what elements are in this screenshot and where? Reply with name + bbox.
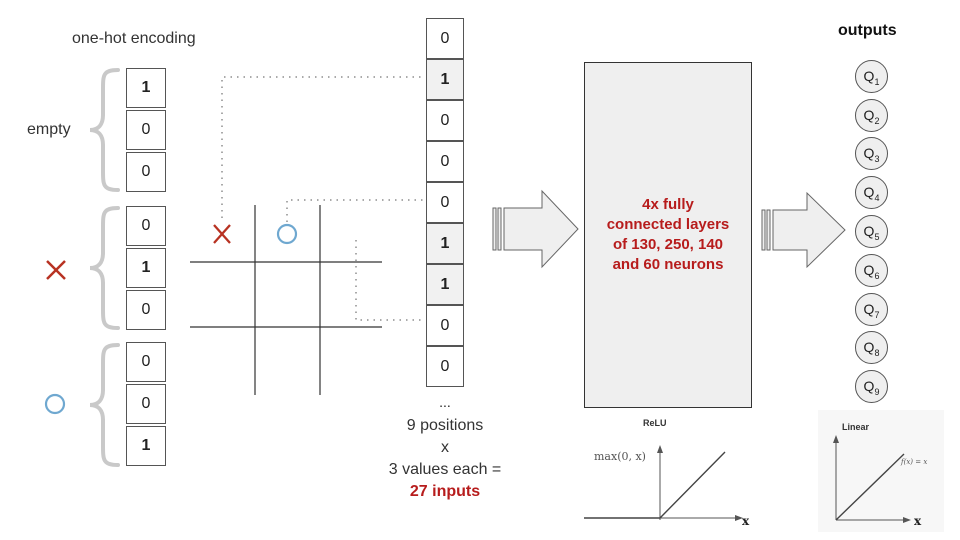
- q-node-4: Q4: [855, 176, 888, 209]
- brace-o: [89, 343, 120, 467]
- network-box: 4x fully connected layers of 130, 250, 1…: [584, 62, 752, 408]
- brace-x: [89, 206, 120, 330]
- input-vector-cell-5: 0: [426, 182, 464, 223]
- relu-graph: [584, 445, 743, 521]
- input-vector-cell-6: 1: [426, 223, 464, 264]
- board-o-mark: [276, 223, 298, 245]
- inputs-caption-line1: 9 positions: [406, 417, 484, 434]
- onehot-o-cell-2: 0: [126, 384, 166, 424]
- relu-plot: ReLU max(0, x) x: [580, 412, 760, 530]
- empty-label: empty: [27, 121, 71, 138]
- network-line1: 4x fully: [642, 196, 694, 213]
- brace-empty: [89, 68, 120, 192]
- onehot-x-cell-2: 1: [126, 248, 166, 288]
- inputs-caption-line4: 27 inputs: [409, 483, 481, 500]
- onehot-empty-cell-1: 1: [126, 68, 166, 108]
- onehot-empty-cell-2: 0: [126, 110, 166, 150]
- linear-plot: Linear f(x) = x x: [818, 410, 944, 532]
- q-node-2: Q2: [855, 99, 888, 132]
- inputs-caption-line2: x: [441, 439, 449, 456]
- input-vector-cell-8: 0: [426, 305, 464, 346]
- input-vector-cell-1: 0: [426, 18, 464, 59]
- q-node-6: Q6: [855, 254, 888, 287]
- outputs-title: outputs: [838, 22, 897, 39]
- linear-graph: [833, 435, 911, 523]
- q-node-9: Q9: [855, 370, 888, 403]
- arrow-to-network-icon: [492, 189, 579, 269]
- relu-title: ReLU: [643, 418, 667, 428]
- linear-title: Linear: [842, 422, 870, 432]
- onehot-empty-cell-3: 0: [126, 152, 166, 192]
- network-line3: of 130, 250, 140: [612, 236, 724, 253]
- network-line2: connected layers: [606, 216, 730, 233]
- onehot-x-cell-1: 0: [126, 206, 166, 246]
- arrow-to-outputs-icon: [761, 191, 846, 269]
- q-node-8: Q8: [855, 331, 888, 364]
- dotted-connectors: [221, 76, 424, 321]
- inputs-caption: 9 positions x 3 values each = 27 inputs: [365, 415, 525, 503]
- input-vector-cell-2: 1: [426, 59, 464, 100]
- vector-ellipsis: ...: [439, 394, 451, 410]
- onehot-o-cell-1: 0: [126, 342, 166, 382]
- x-mark-icon: [46, 260, 66, 280]
- inputs-caption-line3: 3 values each =: [388, 461, 502, 478]
- encoding-title: one-hot encoding: [72, 30, 196, 47]
- onehot-x-cell-3: 0: [126, 290, 166, 330]
- network-line4: and 60 neurons: [612, 256, 724, 273]
- linear-x-axis-label: x: [914, 514, 922, 528]
- board-x-mark: [213, 224, 231, 244]
- q-node-7: Q7: [855, 293, 888, 326]
- q-node-5: Q5: [855, 215, 888, 248]
- q-node-1: Q1: [855, 60, 888, 93]
- onehot-o-cell-3: 1: [126, 426, 166, 466]
- input-vector-cell-9: 0: [426, 346, 464, 387]
- linear-formula: f(x) = x: [901, 458, 928, 466]
- input-vector-cell-4: 0: [426, 141, 464, 182]
- q-node-3: Q3: [855, 137, 888, 170]
- input-vector-cell-7: 1: [426, 264, 464, 305]
- o-mark-icon: [44, 393, 66, 415]
- relu-x-axis-label: x: [742, 514, 750, 528]
- relu-formula: max(0, x): [594, 450, 646, 463]
- input-vector-cell-3: 0: [426, 100, 464, 141]
